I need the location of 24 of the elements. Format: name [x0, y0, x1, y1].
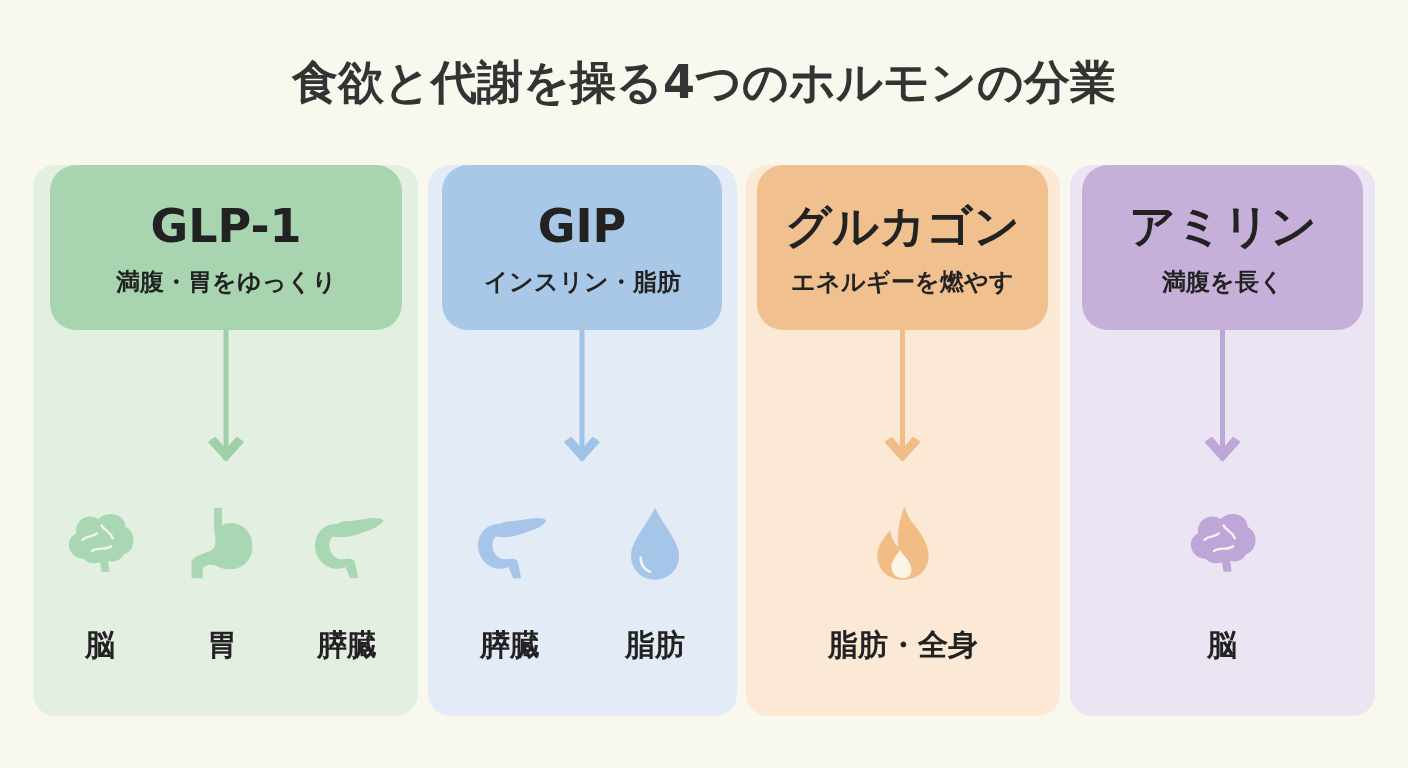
hormone-box [50, 165, 402, 330]
organ-label: 脳 [1206, 626, 1238, 664]
organ-label: 脳 [84, 626, 116, 664]
organ-label: 膵臓 [478, 626, 541, 664]
hormone-role: 満腹・胃をゆっくり [115, 266, 337, 298]
hormone-role: 満腹を長く [1161, 266, 1284, 298]
column-panel [1070, 165, 1375, 716]
column-panel [746, 165, 1060, 716]
hormone-name: アミリン [1128, 197, 1317, 255]
hormone-box [1082, 165, 1363, 330]
hormone-name: GIP [537, 197, 627, 255]
hormone-role: エネルギーを燃やす [791, 266, 1014, 298]
organ-label: 膵臓 [315, 626, 378, 664]
hormone-box [757, 165, 1048, 330]
column-panel [428, 165, 737, 716]
hormone-box [442, 165, 722, 330]
hormone-name: グルカゴン [785, 197, 1020, 255]
organ-label: 脂肪・全身 [828, 626, 978, 664]
organ-label: 胃 [206, 626, 238, 664]
hormone-role: インスリン・脂肪 [483, 266, 681, 298]
organ-label: 脂肪 [624, 626, 686, 664]
hormone-name: GLP-1 [150, 197, 302, 255]
title: 食欲と代謝を操る4つのホルモンの分業 [291, 54, 1117, 111]
column-panel [33, 165, 418, 716]
